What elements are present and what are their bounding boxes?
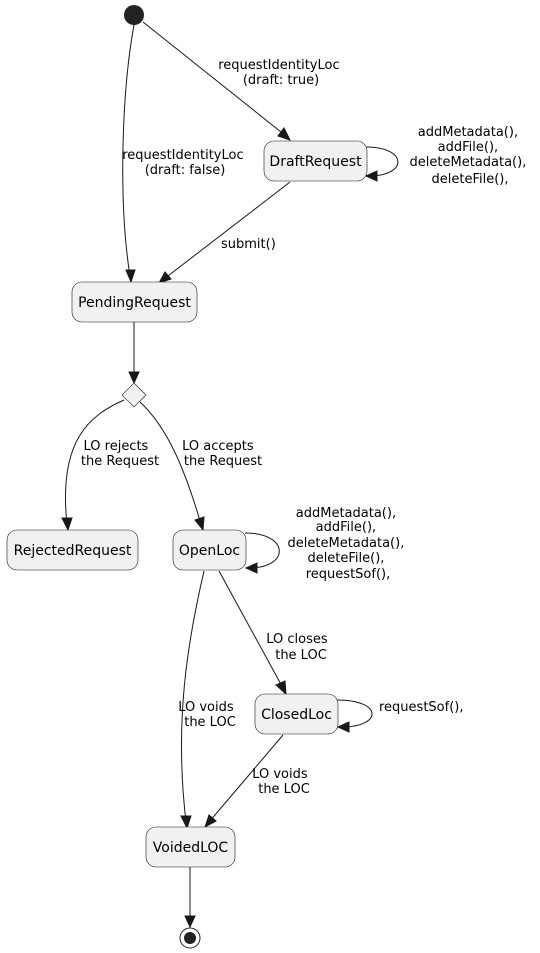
label-closed-to-voided-line-1: LO voids bbox=[252, 767, 308, 782]
arrowhead-draft-self bbox=[364, 170, 378, 182]
label-open-to-voided-line-1: LO voids bbox=[178, 700, 234, 715]
label-open-self-line-4: deleteFile(), bbox=[307, 551, 384, 566]
label-closed-self: requestSof(), bbox=[379, 700, 463, 715]
state-label-pending-request: PendingRequest bbox=[78, 295, 191, 311]
state-draft-request: DraftRequest bbox=[263, 140, 368, 182]
initial-node bbox=[124, 5, 144, 25]
label-open-self-line-5: requestSof(), bbox=[306, 567, 390, 582]
label-start-to-pending-line-2: (draft: false) bbox=[145, 163, 226, 178]
final-node bbox=[179, 927, 201, 949]
label-open-to-voided: LO voids the LOC bbox=[178, 700, 238, 730]
label-closed-self-line-1: requestSof(), bbox=[379, 700, 463, 715]
state-label-open-loc: OpenLoc bbox=[179, 543, 240, 559]
state-rejected-request: RejectedRequest bbox=[6, 529, 139, 571]
label-start-to-pending: requestIdentityLoc (draft: false) bbox=[122, 148, 248, 178]
arrowhead-start-to-draft bbox=[277, 127, 291, 141]
arrowhead-open-to-closed bbox=[275, 680, 287, 696]
choice-node bbox=[121, 382, 147, 408]
arrowhead-open-self bbox=[244, 562, 258, 574]
edge-open-self bbox=[244, 532, 280, 569]
label-open-self-line-2: addFile(), bbox=[316, 520, 377, 535]
state-label-voided-loc: VoidedLOC bbox=[153, 840, 229, 856]
label-draft-to-pending: submit() bbox=[221, 237, 276, 252]
edge-start-to-pending bbox=[122, 24, 135, 277]
label-draft-self-line-4: deleteFile(), bbox=[432, 172, 509, 187]
arrowhead-closed-self bbox=[336, 721, 350, 733]
state-closed-loc: ClosedLoc bbox=[254, 693, 339, 735]
edge-draft-to-pending bbox=[163, 181, 291, 280]
edge-open-to-voided bbox=[181, 570, 205, 823]
edge-choice-to-open bbox=[139, 401, 202, 525]
arrowhead-pending-to-choice bbox=[128, 371, 140, 385]
label-start-to-draft: requestIdentityLoc (draft: true) bbox=[218, 58, 344, 88]
label-open-to-closed: LO closes the LOC bbox=[266, 632, 332, 663]
label-draft-to-pending-line-1: submit() bbox=[221, 237, 276, 252]
label-start-to-draft-line-2: (draft: true) bbox=[243, 73, 319, 88]
state-label-draft-request: DraftRequest bbox=[269, 154, 362, 170]
arrowhead-draft-to-pending bbox=[157, 271, 172, 284]
label-start-to-pending-line-1: requestIdentityLoc bbox=[122, 148, 243, 163]
edge-open-to-closed bbox=[218, 570, 284, 689]
arrowhead-choice-to-open bbox=[194, 516, 205, 532]
state-pending-request: PendingRequest bbox=[71, 281, 198, 323]
arrowhead-voided-to-end bbox=[184, 915, 196, 929]
label-closed-to-voided: LO voids the LOC bbox=[252, 767, 312, 797]
label-open-self-line-3: deleteMetadata(), bbox=[288, 536, 405, 551]
state-label-rejected-request: RejectedRequest bbox=[14, 543, 132, 559]
label-open-self-line-1: addMetadata(), bbox=[296, 506, 396, 521]
label-closed-to-voided-line-2: the LOC bbox=[258, 782, 310, 797]
label-open-self: addMetadata(), addFile(), deleteMetadata… bbox=[288, 506, 409, 582]
label-draft-self-line-1: addMetadata(), bbox=[418, 125, 518, 140]
arrowhead-start-to-pending bbox=[125, 269, 136, 284]
label-draft-self-line-2: addFile(), bbox=[438, 140, 499, 155]
edge-closed-to-voided bbox=[208, 734, 284, 823]
arrowhead-open-to-voided bbox=[180, 815, 192, 830]
label-choice-to-open-line-1: LO accepts bbox=[182, 439, 254, 454]
label-open-to-closed-line-2: the LOC bbox=[275, 648, 327, 663]
label-open-to-closed-line-1: LO closes bbox=[266, 632, 328, 647]
label-choice-to-rejected: LO rejects the Request bbox=[81, 439, 159, 469]
label-start-to-draft-line-1: requestIdentityLoc bbox=[218, 58, 339, 73]
edge-closed-self bbox=[336, 699, 373, 728]
state-open-loc: OpenLoc bbox=[172, 529, 247, 571]
state-voided-loc: VoidedLOC bbox=[145, 826, 236, 868]
edge-choice-to-rejected bbox=[65, 399, 125, 525]
arrowhead-choice-to-rejected bbox=[61, 517, 73, 532]
edge-start-to-draft bbox=[142, 21, 287, 137]
label-choice-to-open: LO accepts the Request bbox=[182, 439, 262, 469]
state-label-closed-loc: ClosedLoc bbox=[261, 707, 332, 723]
label-choice-to-open-line-2: the Request bbox=[184, 454, 262, 469]
edge-draft-self bbox=[365, 146, 399, 177]
label-choice-to-rejected-line-2: the Request bbox=[81, 454, 159, 469]
label-choice-to-rejected-line-1: LO rejects bbox=[84, 439, 149, 454]
label-draft-self-line-3: deleteMetadata(), bbox=[410, 155, 527, 170]
label-open-to-voided-line-2: the LOC bbox=[184, 715, 236, 730]
arrowhead-closed-to-voided bbox=[204, 814, 217, 829]
label-draft-self: addMetadata(), addFile(), deleteMetadata… bbox=[410, 125, 531, 187]
